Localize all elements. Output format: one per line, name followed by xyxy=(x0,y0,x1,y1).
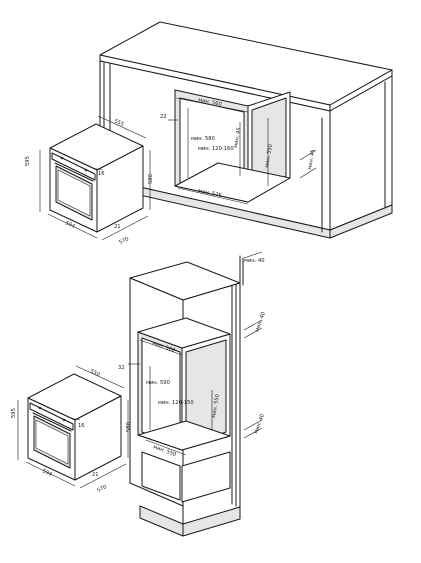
niche-depth-label: мин. 576 xyxy=(198,188,223,199)
niche-side-depth-label: мин. 550 xyxy=(264,144,274,169)
niche-width-label: мин. 560 xyxy=(198,97,223,108)
column-ventilation-label: мин. 120-150 xyxy=(158,400,194,406)
niche-side-vent-label: мин. 45 xyxy=(307,149,316,170)
niche-ventilation-label: мин. 120-160 xyxy=(198,146,234,152)
column-bottom-depth-label: мин. 550 xyxy=(211,394,221,419)
kitchen-cabinet-top xyxy=(99,21,393,239)
oven-top-height-label: 595 xyxy=(25,156,31,166)
oven-bottom-width-label: 594 xyxy=(41,468,53,478)
oven-top xyxy=(49,123,144,233)
column-top-gap-label: мин. 40 xyxy=(244,258,265,264)
oven-bottom-side-depth-label: 570 xyxy=(96,484,108,494)
oven-top-depth-label: 555 xyxy=(113,118,125,128)
oven-bottom-door-label: 21 xyxy=(92,472,99,478)
top-oven-dimensions: 555 595 580 16 594 21 570 xyxy=(25,115,154,246)
oven-top-side-depth-label: 570 xyxy=(118,236,130,246)
oven-bottom-handle-label: 16 xyxy=(78,423,85,429)
tall-column-cabinet xyxy=(129,255,244,537)
oven-bottom-depth-label: 550 xyxy=(89,368,101,378)
column-vent-top-label: мин. 40 xyxy=(254,311,267,332)
oven-bottom-side-height-label: 580 xyxy=(126,422,132,432)
bottom-oven-dimensions: 550 595 580 16 594 21 570 xyxy=(11,365,132,494)
oven-top-door-label: 21 xyxy=(114,224,121,230)
oven-top-side-height-label: 580 xyxy=(148,174,154,184)
niche-height-label: мин. 580 xyxy=(191,136,215,142)
oven-top-handle-label: 16 xyxy=(98,171,105,177)
top-niche-dimensions: мин. 560 22 мин. 580 мин. 120-160 мин. 5… xyxy=(160,97,317,205)
column-height-label: мин. 590 xyxy=(146,380,170,386)
column-offset-label: 32 xyxy=(118,365,125,371)
niche-offset-label: 22 xyxy=(160,114,167,120)
oven-bottom xyxy=(27,373,122,481)
oven-top-width-label: 594 xyxy=(64,220,76,230)
oven-bottom-height-label: 595 xyxy=(11,408,17,418)
niche-vent-depth-label: мин. 45 xyxy=(233,127,242,148)
